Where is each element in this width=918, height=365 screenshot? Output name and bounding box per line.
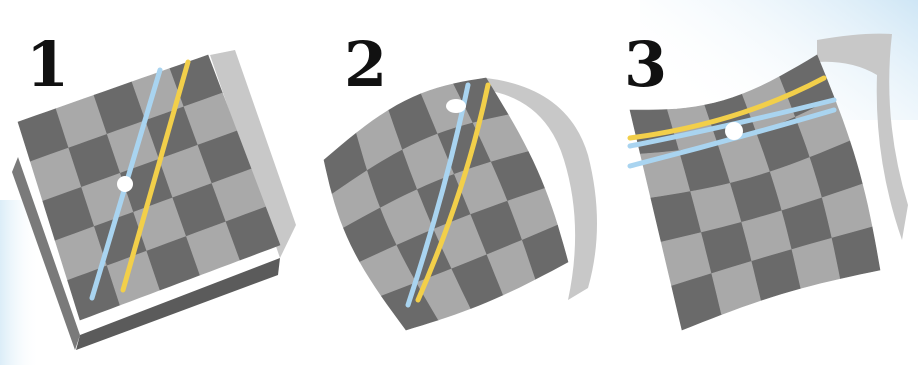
checkerboard <box>324 78 568 330</box>
intersection-point <box>446 99 466 113</box>
flat-surface <box>0 0 306 365</box>
spherical-surface <box>306 0 612 365</box>
checkerboard <box>630 55 880 330</box>
panel-3: 3 <box>612 0 918 365</box>
panel-2: 2 <box>306 0 612 365</box>
intersection-point <box>725 122 743 140</box>
panel-1: 1 <box>0 0 306 365</box>
hyperbolic-surface <box>612 0 918 365</box>
intersection-point <box>117 176 133 192</box>
